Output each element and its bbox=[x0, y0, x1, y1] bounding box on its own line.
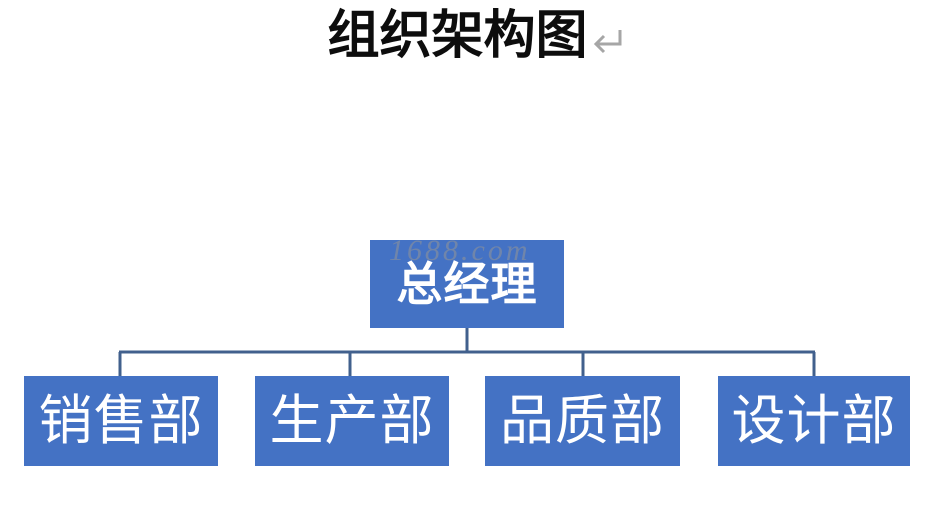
page-title-text: 组织架构图 bbox=[327, 7, 588, 65]
org-node-sales[interactable]: 销售部 bbox=[24, 376, 218, 466]
org-node-label: 设计部 bbox=[731, 391, 897, 451]
org-node-design[interactable]: 设计部 bbox=[718, 376, 910, 466]
page-title: 组织架构图 bbox=[0, 4, 951, 68]
org-node-quality[interactable]: 品质部 bbox=[485, 376, 680, 466]
org-node-label: 销售部 bbox=[38, 391, 204, 451]
org-node-production[interactable]: 生产部 bbox=[255, 376, 449, 466]
paragraph-return-mark-icon bbox=[590, 23, 624, 57]
org-node-label: 总经理 bbox=[396, 258, 538, 310]
org-node-label: 品质部 bbox=[500, 391, 665, 451]
org-node-label: 生产部 bbox=[269, 391, 435, 451]
org-node-general-manager[interactable]: 总经理 bbox=[370, 240, 564, 328]
